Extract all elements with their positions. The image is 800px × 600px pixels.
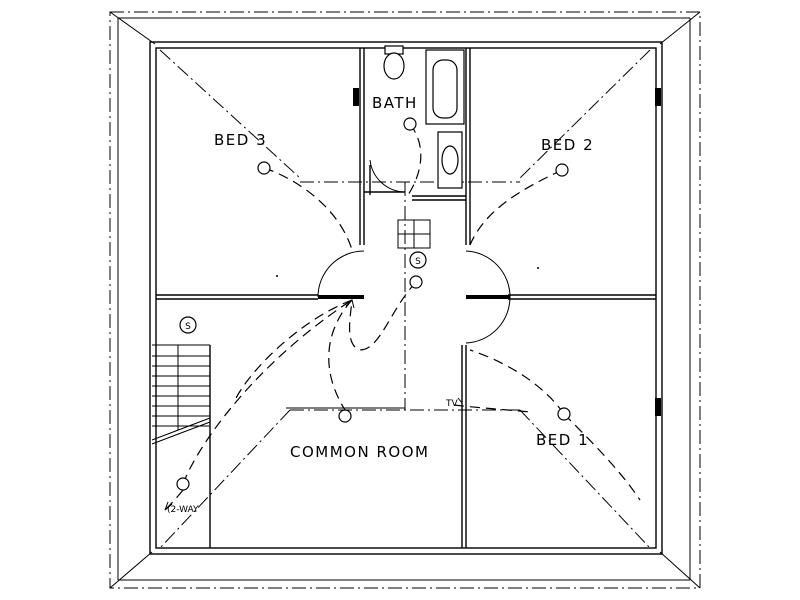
roof-outline <box>109 11 701 589</box>
sink <box>441 145 459 175</box>
tv-label: TV <box>445 399 458 409</box>
room-label-bath: BATH <box>372 94 418 112</box>
tub-inner <box>432 59 458 119</box>
light-hall <box>409 275 423 289</box>
interior-walls <box>152 48 656 548</box>
room-label-bed2: BED 2 <box>541 136 594 154</box>
exterior-walls <box>149 41 663 555</box>
wiring <box>164 123 641 511</box>
light-bed1 <box>557 407 571 421</box>
room-label-bed1: BED 1 <box>536 431 589 449</box>
room-label-common: COMMON ROOM <box>290 443 429 461</box>
smoke-label-hall: S <box>415 257 421 267</box>
smoke-detector-hall <box>409 251 427 269</box>
toilet-bowl <box>383 52 405 80</box>
bath-fixtures <box>383 45 465 249</box>
light-bath <box>403 117 417 131</box>
light-bed3 <box>257 161 271 175</box>
room-label-bed3: BED 3 <box>214 131 267 149</box>
smoke-label-common: S <box>185 322 191 332</box>
light-bed2 <box>555 163 569 177</box>
doors <box>317 159 511 344</box>
smoke-detector-common <box>179 316 197 334</box>
light-stair <box>176 477 190 491</box>
two-way-switch-label: (2-WAY <box>167 505 199 515</box>
stairs <box>151 345 211 445</box>
light-fixtures <box>176 117 571 491</box>
light-common <box>338 409 352 423</box>
tv-outlet: TV <box>445 397 463 409</box>
smoke-detectors: S S <box>179 251 427 334</box>
